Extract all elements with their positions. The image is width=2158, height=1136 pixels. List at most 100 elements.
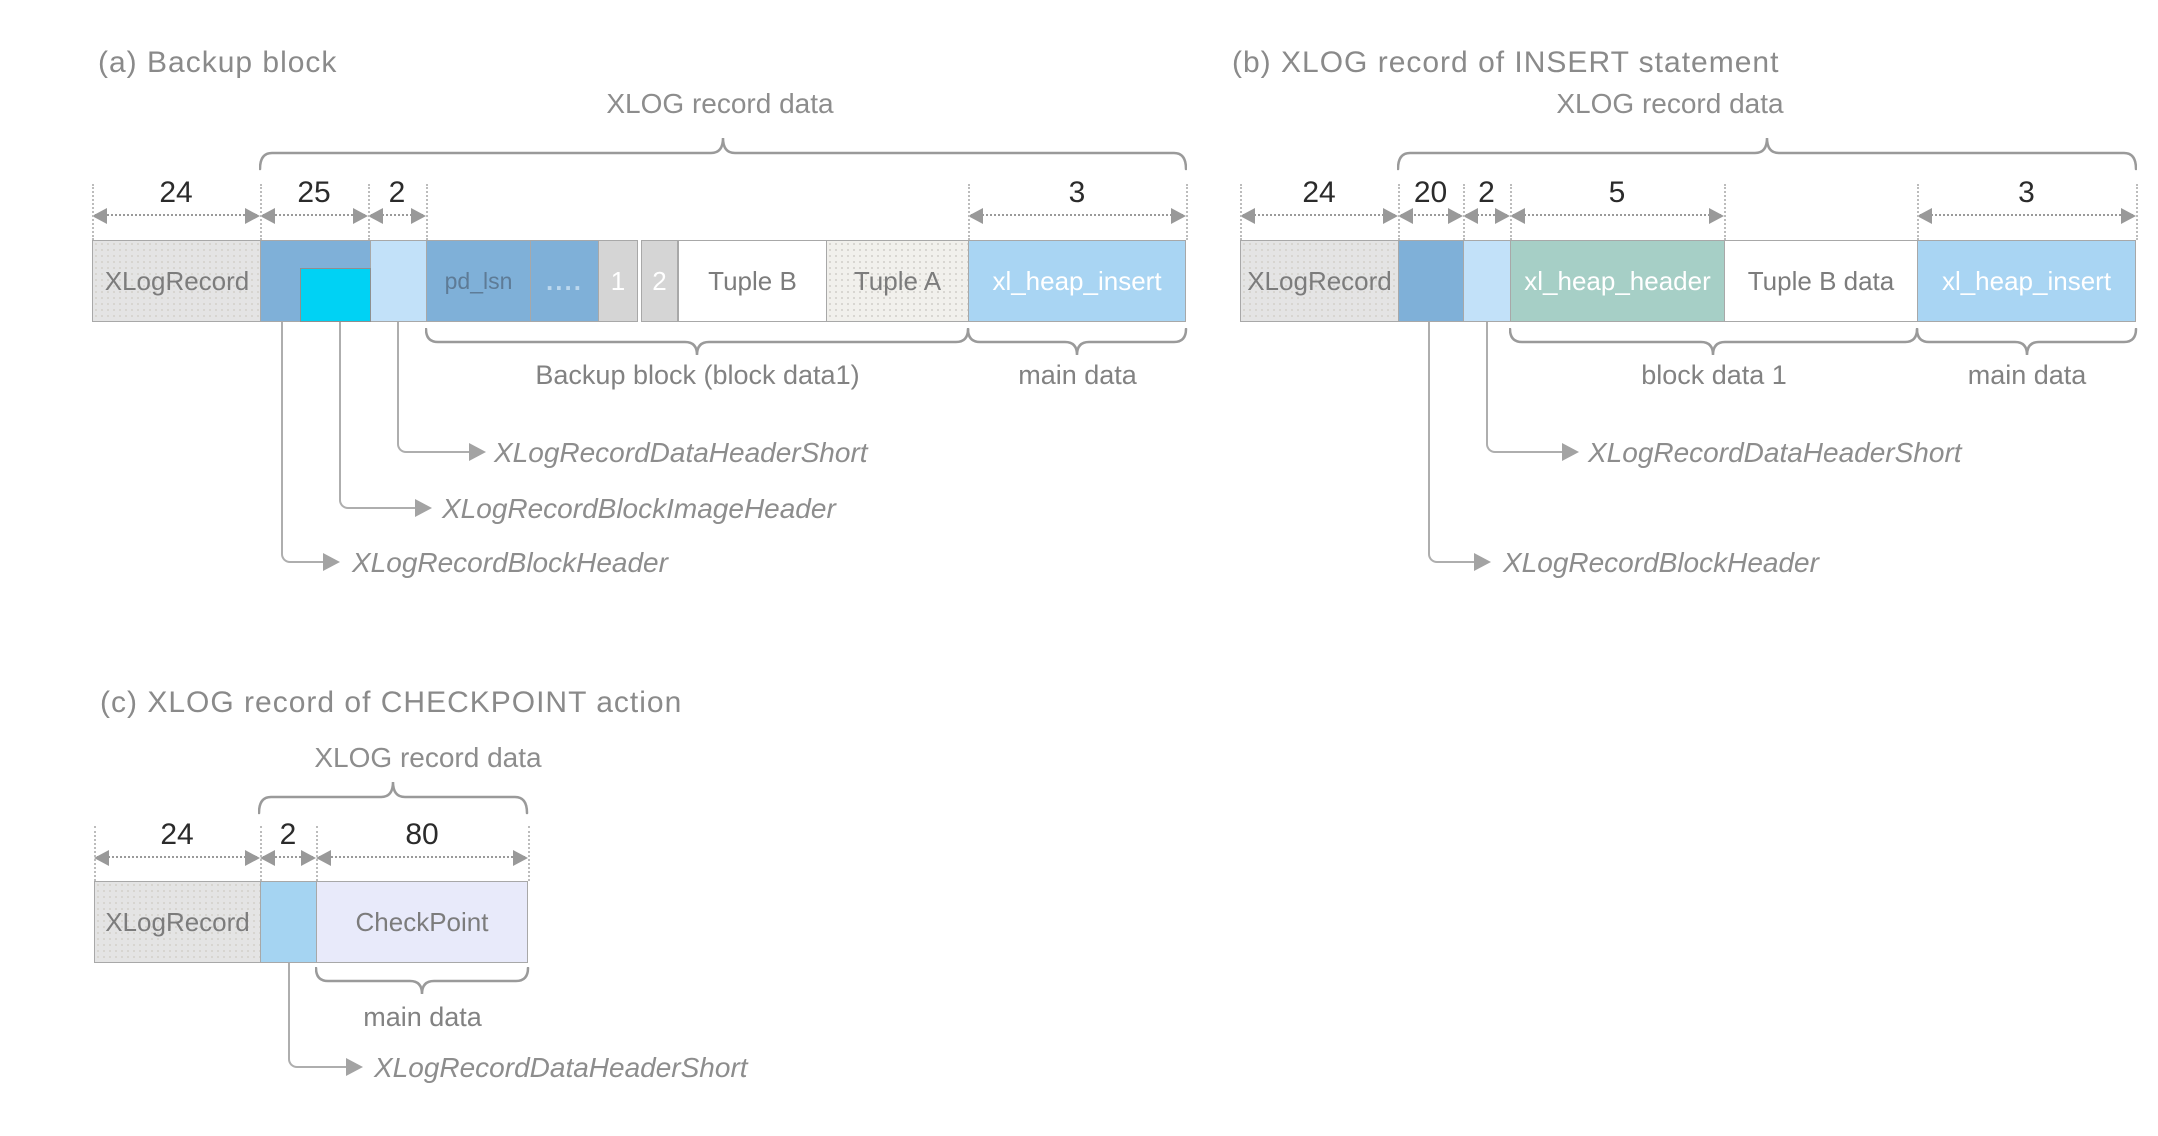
leader-line: [397, 322, 469, 453]
dim-arrow-24: [94, 848, 260, 868]
segment-block-image-header: [300, 268, 371, 322]
dim-24: 24: [160, 818, 194, 851]
dim-arrow-2: [368, 206, 426, 226]
struct-label-data-header-short: XLogRecordDataHeaderShort: [494, 437, 868, 468]
dim-3: 3: [1068, 176, 1086, 209]
segment-tuple-a: Tuple A: [826, 240, 969, 322]
segment-label: pd_lsn: [444, 267, 513, 294]
main-data-brace: [1916, 328, 2138, 356]
segment-label: 1: [610, 265, 626, 296]
dim-arrow-20: [1398, 206, 1463, 226]
leader-arrow-icon: [346, 1058, 363, 1076]
segment-xl-heap-header: xl_heap_header: [1510, 240, 1725, 322]
struct-label-block-image-header: XLogRecordBlockImageHeader: [442, 493, 836, 524]
dim-arrow-2: [260, 848, 316, 868]
dim-arrow-25: [260, 206, 368, 226]
segment-label: XLogRecord: [1247, 265, 1392, 296]
leader-line: [1428, 322, 1474, 563]
diagram-c-top-brace: [258, 781, 529, 815]
segment-ellipsis: ....: [530, 240, 599, 322]
guide-line: [1398, 184, 1400, 240]
dim-5: 5: [1608, 176, 1626, 209]
main-data-brace: [967, 328, 1188, 356]
segment-xl-heap-insert: xl_heap_insert: [968, 240, 1186, 322]
segment-block-header: [1398, 240, 1464, 322]
guide-line: [94, 826, 96, 881]
segment-data-header-short: [260, 881, 317, 963]
guide-line: [2136, 184, 2138, 240]
guide-line: [368, 184, 370, 240]
segment-xl-heap-insert: xl_heap_insert: [1917, 240, 2136, 322]
guide-line: [260, 826, 262, 881]
dim-2: 2: [1478, 176, 1495, 209]
segment-tuple-b: Tuple B: [678, 240, 827, 322]
diagram-b-xlog-record-data-label: XLOG record data: [1556, 88, 1784, 119]
main-data-brace-label: main data: [1967, 360, 2087, 390]
guide-line: [1186, 184, 1188, 240]
segment-label: xl_heap_header: [1524, 265, 1711, 296]
dim-24: 24: [1302, 176, 1336, 209]
segment-label: Tuple B: [708, 265, 797, 296]
dim-25: 25: [297, 176, 331, 209]
block-data-brace-label: block data 1: [1641, 360, 1787, 390]
leader-arrow-icon: [469, 443, 486, 461]
segment-label: XLogRecord: [104, 265, 250, 296]
dim-2: 2: [388, 176, 406, 209]
leader-line: [281, 322, 323, 563]
guide-line: [968, 184, 970, 240]
diagram-b-top-brace: [1397, 137, 2137, 171]
segment-block-2: 2: [641, 240, 678, 322]
guide-line: [260, 184, 262, 240]
segment-label: Tuple B data: [1747, 265, 1895, 296]
dim-arrow-3: [968, 206, 1186, 226]
segment-label: ....: [546, 265, 583, 296]
segment-checkpoint: CheckPoint: [316, 881, 528, 963]
guide-line: [528, 826, 530, 881]
dim-arrow-3: [1917, 206, 2136, 226]
segment-label: XLogRecord: [105, 906, 250, 937]
guide-line: [316, 826, 318, 881]
segment-label: 2: [652, 265, 667, 296]
leader-arrow-icon: [1562, 443, 1579, 461]
dim-arrow-24: [1240, 206, 1398, 226]
leader-line: [288, 963, 346, 1068]
segment-xlogrecord: XLogRecord: [1240, 240, 1399, 322]
leader-arrow-icon: [415, 499, 432, 517]
dim-3: 3: [2018, 176, 2035, 209]
dim-2: 2: [279, 818, 297, 851]
segment-block-1: 1: [598, 240, 638, 322]
dim-20: 20: [1413, 176, 1448, 209]
dim-24: 24: [159, 176, 193, 209]
backup-block-brace: [425, 328, 970, 356]
struct-label-data-header-short: XLogRecordDataHeaderShort: [1588, 437, 1962, 468]
leader-arrow-icon: [1474, 553, 1491, 571]
diagram-a-title: (a) Backup block: [98, 46, 338, 79]
segment-data-header-short: [370, 240, 427, 322]
struct-label-block-header: XLogRecordBlockHeader: [1503, 547, 1819, 578]
diagram-c-title: (c) XLOG record of CHECKPOINT action: [100, 686, 683, 719]
diagram-b-title: (b) XLOG record of INSERT statement: [1232, 46, 1780, 79]
leader-line: [339, 322, 415, 509]
segment-xlogrecord: XLogRecord: [92, 240, 262, 322]
main-data-brace: [315, 967, 530, 995]
leader-line: [1486, 322, 1562, 453]
dim-arrow-24: [92, 206, 260, 226]
main-data-brace-label: main data: [363, 1002, 482, 1032]
struct-label-block-header: XLogRecordBlockHeader: [352, 547, 668, 578]
guide-line: [1917, 184, 1919, 240]
block-data-brace: [1509, 328, 1919, 356]
guide-line: [92, 184, 94, 240]
dim-80: 80: [405, 818, 439, 851]
segment-label: xl_heap_insert: [1941, 265, 2112, 296]
segment-label: CheckPoint: [355, 906, 489, 937]
dim-arrow-80: [316, 848, 528, 868]
diagram-c-xlog-record-data-label: XLOG record data: [314, 742, 542, 773]
guide-line: [1463, 184, 1465, 240]
struct-label-data-header-short: XLogRecordDataHeaderShort: [374, 1052, 748, 1083]
dim-arrow-5: [1510, 206, 1724, 226]
diagram-a-xlog-record-data-label: XLOG record data: [606, 88, 834, 119]
segment-tuple-b-data: Tuple B data: [1724, 240, 1918, 322]
backup-block-brace-label: Backup block (block data1): [535, 360, 860, 390]
guide-line: [1240, 184, 1242, 240]
